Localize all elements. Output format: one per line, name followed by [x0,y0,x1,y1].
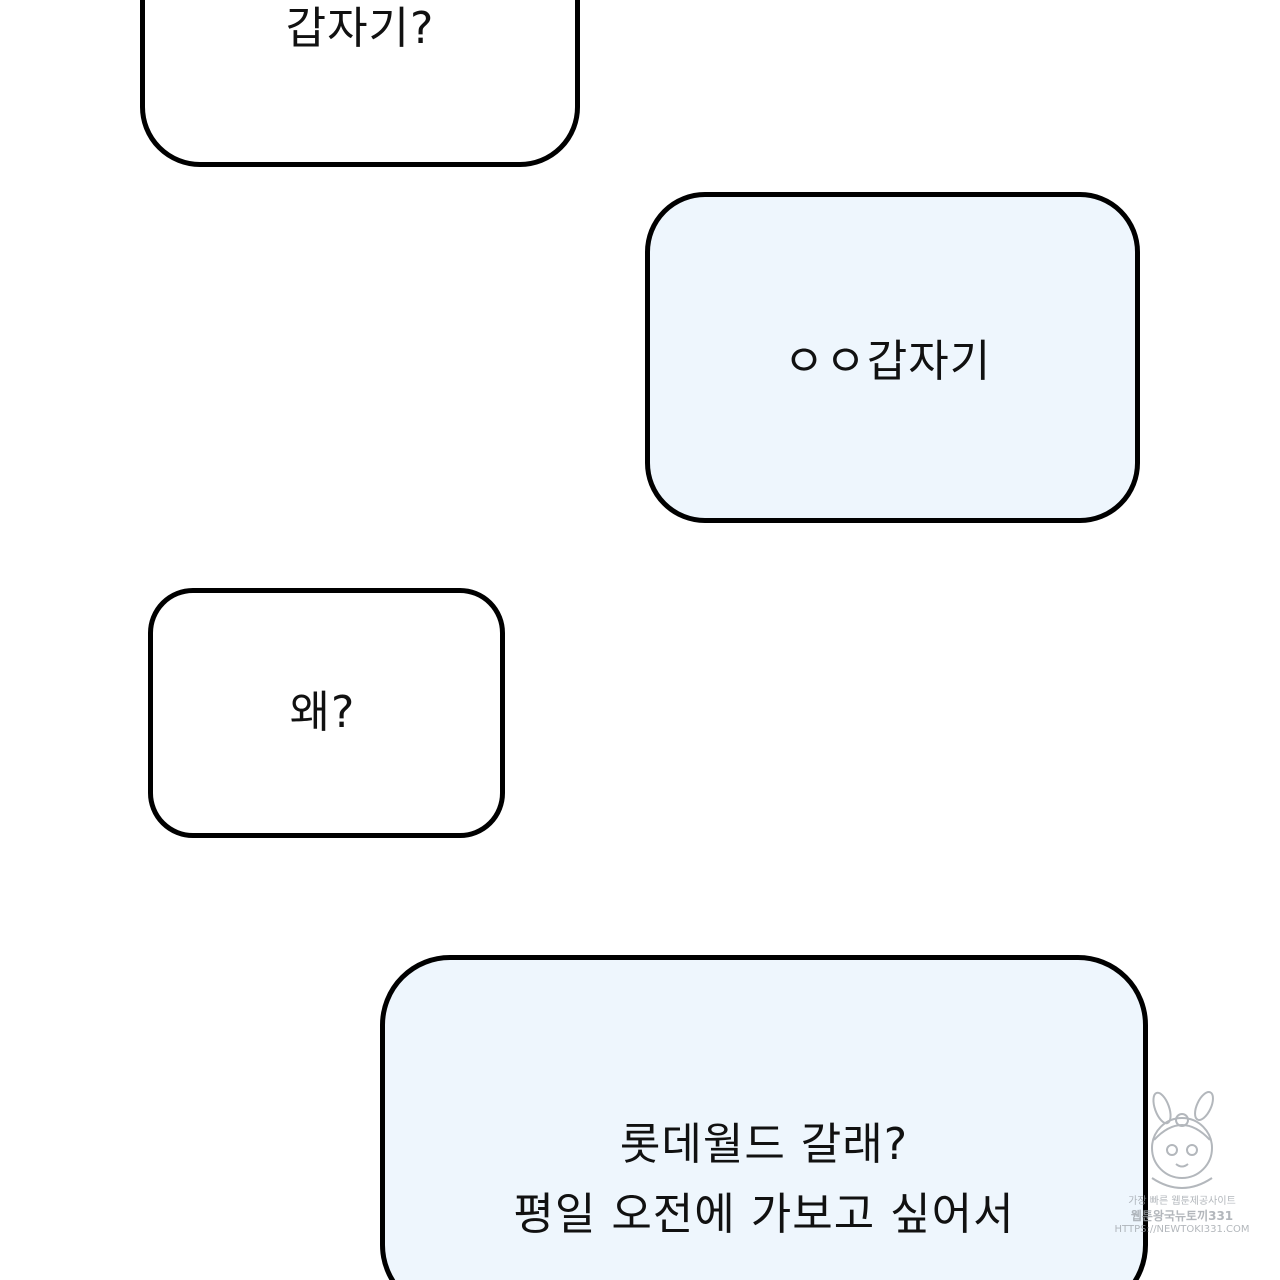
speech-bubble-right-2: 롯데월드 갈래? 평일 오전에 가보고 싶어서 [380,955,1148,1280]
mascot-icon [1132,1090,1232,1195]
bubble-text: 갑자기? [285,3,435,54]
speech-bubble-right-1: ㅇㅇ갑자기 [645,192,1140,523]
watermark-line-1: 가장 빠른 웹툰제공사이트 [1128,1196,1236,1207]
site-watermark: 가장 빠른 웹툰제공사이트 웹툰왕국뉴토끼331 HTTPS://NEWTOKI… [1112,1090,1252,1265]
speech-bubble-left-2: 왜? [148,588,505,838]
bubble-text: 왜? [289,687,356,738]
bubble-text: 롯데월드 갈래? 평일 오전에 가보고 싶어서 [513,1119,1015,1240]
watermark-line-2: 웹툰왕국뉴토끼331 [1130,1209,1234,1223]
watermark-line-3: HTTPS://NEWTOKI331.COM [1114,1224,1250,1235]
bubble-text: ㅇㅇ갑자기 [783,335,992,387]
speech-bubble-top-left: 갑자기? [140,0,580,167]
